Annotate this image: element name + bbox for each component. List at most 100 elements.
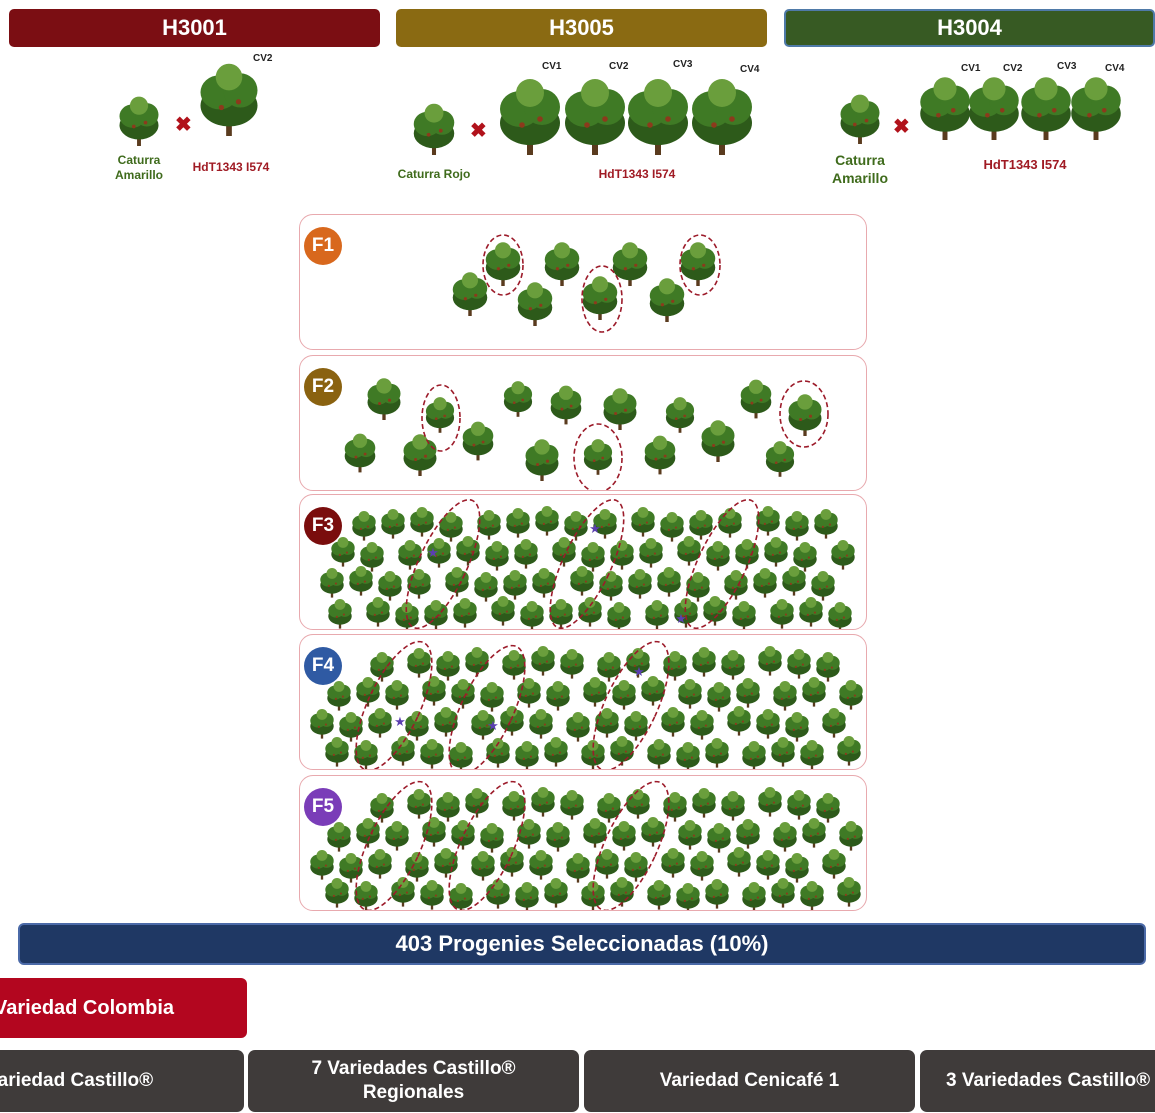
coffee-plant-icon bbox=[544, 242, 580, 286]
coffee-plant-icon bbox=[403, 434, 437, 476]
star-icon: ★ bbox=[633, 665, 645, 680]
coffee-plant-icon bbox=[628, 79, 688, 155]
coffee-plant-icon bbox=[787, 789, 811, 820]
coffee-plant-icon bbox=[753, 567, 777, 598]
coffee-plant-icon bbox=[549, 598, 573, 629]
coffee-plant-icon bbox=[793, 541, 817, 572]
coffee-plant-icon bbox=[641, 816, 665, 847]
parent-crosses bbox=[119, 63, 1121, 155]
coffee-plant-icon bbox=[742, 881, 766, 910]
coffee-plant-icon bbox=[385, 820, 409, 851]
coffee-plant-icon bbox=[814, 508, 838, 539]
coffee-plant-icon bbox=[503, 381, 533, 417]
coffee-plant-icon bbox=[692, 79, 752, 155]
coffee-plant-icon bbox=[514, 538, 538, 569]
coffee-plant-icon bbox=[480, 681, 504, 712]
coffee-plant-icon bbox=[705, 737, 729, 768]
coffee-plant-icon bbox=[689, 509, 713, 540]
coffee-plant-icon bbox=[624, 851, 648, 882]
coffee-plant-icon bbox=[626, 788, 650, 819]
cv-label: CV1 bbox=[961, 63, 981, 74]
generation-badge-f2: F2 bbox=[304, 368, 342, 406]
coffee-plant-icon bbox=[344, 433, 376, 473]
coffee-plant-icon bbox=[449, 882, 473, 910]
coffee-plant-icon bbox=[727, 705, 751, 736]
coffee-plant-icon bbox=[405, 710, 429, 741]
coffee-plant-icon bbox=[612, 242, 648, 286]
coffee-plant-icon bbox=[644, 435, 676, 475]
coffee-plant-icon bbox=[802, 817, 826, 848]
variety-box: Variedad Castillo® bbox=[0, 1050, 244, 1112]
coffee-plant-icon bbox=[566, 711, 590, 742]
coffee-plant-icon bbox=[544, 877, 568, 908]
coffee-plant-icon bbox=[612, 820, 636, 851]
coffee-plant-icon bbox=[310, 708, 334, 739]
coffee-plant-icon bbox=[680, 242, 716, 286]
coffee-plant-icon bbox=[785, 711, 809, 742]
female-parent-label: Caturra Rojo bbox=[397, 167, 471, 181]
f2-plants bbox=[344, 378, 829, 490]
coffee-plant-icon bbox=[515, 740, 539, 769]
coffee-plant-icon bbox=[785, 510, 809, 541]
coffee-plant-icon bbox=[360, 541, 384, 572]
coffee-plant-icon bbox=[570, 565, 594, 596]
variety-box: Variedad Cenicafé 1 bbox=[584, 1050, 915, 1112]
cv-label: CV3 bbox=[1057, 61, 1077, 72]
coffee-plant-icon bbox=[597, 792, 621, 823]
coffee-plant-icon bbox=[434, 847, 458, 878]
coffee-plant-icon bbox=[477, 509, 501, 540]
coffee-plant-icon bbox=[356, 817, 380, 848]
coffee-plant-icon bbox=[410, 506, 434, 537]
coffee-plant-icon bbox=[756, 849, 780, 880]
selection-ellipse bbox=[355, 780, 433, 910]
coffee-plant-icon bbox=[327, 680, 351, 711]
coffee-plant-icon bbox=[840, 94, 880, 144]
female-parent-label: Caturra Amarillo bbox=[831, 152, 888, 186]
coffee-plant-icon bbox=[502, 649, 526, 680]
coffee-plant-icon bbox=[445, 566, 469, 597]
coffee-plant-icon bbox=[328, 598, 352, 629]
coffee-plant-icon bbox=[756, 505, 780, 536]
coffee-plant-icon bbox=[816, 651, 840, 682]
selection-ellipse bbox=[405, 498, 481, 629]
variedad-colombia-box: Variedad Colombia bbox=[0, 978, 247, 1038]
coffee-plant-icon bbox=[661, 847, 685, 878]
coffee-plant-icon bbox=[356, 676, 380, 707]
coffee-plant-icon bbox=[1071, 77, 1121, 140]
coffee-plant-icon bbox=[811, 570, 835, 601]
selection-ellipse bbox=[679, 234, 721, 296]
coffee-plant-icon bbox=[610, 539, 634, 570]
coffee-plant-icon bbox=[485, 540, 509, 571]
coffee-plant-icon bbox=[736, 677, 760, 708]
coffee-plant-icon bbox=[822, 707, 846, 738]
coffee-plant-icon bbox=[500, 705, 524, 736]
star-icon: ★ bbox=[427, 546, 439, 561]
coffee-plant-icon bbox=[471, 850, 495, 881]
header-h3004: H3004 bbox=[784, 9, 1155, 47]
selection-ellipse bbox=[573, 423, 623, 490]
coffee-plant-icon bbox=[331, 536, 355, 567]
selection-ellipse bbox=[482, 234, 524, 296]
generation-badge-f5: F5 bbox=[304, 788, 342, 826]
coffee-plant-icon bbox=[727, 846, 751, 877]
coffee-plant-icon bbox=[707, 681, 731, 712]
generation-badge-f3: F3 bbox=[304, 507, 342, 545]
coffee-plant-icon bbox=[705, 878, 729, 909]
selection-ellipse bbox=[592, 640, 670, 769]
generation-panel-f3: ★★★ F3 bbox=[299, 494, 867, 630]
star-icon: ★ bbox=[487, 719, 499, 734]
coffee-plant-icon bbox=[525, 439, 559, 481]
coffee-plant-icon bbox=[718, 507, 742, 538]
coffee-plant-icon bbox=[349, 565, 373, 596]
coffee-plant-icon bbox=[451, 819, 475, 850]
coffee-plant-icon bbox=[663, 650, 687, 681]
header-h3005: H3005 bbox=[396, 9, 767, 47]
coffee-plant-icon bbox=[721, 790, 745, 821]
coffee-plant-icon bbox=[799, 596, 823, 627]
cv-label: CV3 bbox=[673, 59, 693, 70]
coffee-plant-icon bbox=[822, 848, 846, 879]
coffee-plant-icon bbox=[422, 816, 446, 847]
coffee-plant-icon bbox=[677, 535, 701, 566]
coffee-plant-icon bbox=[325, 736, 349, 767]
coffee-plant-icon bbox=[564, 510, 588, 541]
